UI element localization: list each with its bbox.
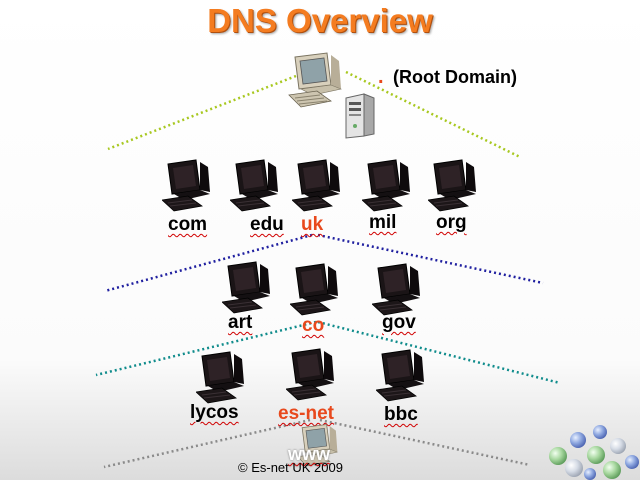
node-computer-icon bbox=[361, 158, 416, 217]
domain-label: uk bbox=[301, 214, 324, 235]
connector-lines-level4 bbox=[103, 418, 531, 469]
desktop-computer-icon bbox=[296, 424, 339, 467]
root-dot: . bbox=[378, 66, 384, 88]
node-computer-icon bbox=[221, 260, 276, 319]
decorative-spheres bbox=[549, 425, 639, 480]
desktop-computer-icon bbox=[288, 52, 343, 108]
connector-lines-root bbox=[107, 70, 521, 159]
node-computer-icon bbox=[195, 350, 250, 409]
domain-label: es-net bbox=[278, 403, 334, 424]
domain-label: bbc bbox=[384, 404, 418, 425]
domain-label: lycos bbox=[190, 402, 239, 423]
root-domain-label: (Root Domain) bbox=[393, 67, 517, 87]
page-title: DNS Overview bbox=[207, 2, 433, 39]
domain-label: org bbox=[436, 212, 467, 233]
domain-label: art bbox=[228, 312, 253, 333]
node-computer-icon bbox=[161, 158, 216, 217]
node-computer-icon bbox=[375, 348, 430, 407]
copyright-footer: © Es-net UK 2009 bbox=[238, 460, 343, 475]
server-tower-icon bbox=[345, 93, 375, 139]
connector-lines-level2 bbox=[104, 233, 544, 293]
domain-label: com bbox=[168, 214, 208, 235]
host-label: www bbox=[288, 444, 331, 464]
domain-label: co bbox=[302, 315, 325, 336]
node-computer-icon bbox=[285, 347, 340, 406]
domain-label: mil bbox=[369, 212, 397, 233]
node-computer-icon bbox=[371, 262, 426, 321]
node-computer-icon bbox=[427, 158, 482, 217]
domain-label: gov bbox=[382, 312, 416, 333]
node-computer-icon bbox=[229, 158, 284, 217]
connector-lines-level3 bbox=[95, 320, 561, 385]
node-computer-icon bbox=[289, 262, 344, 321]
node-computer-icon bbox=[291, 158, 346, 217]
domain-label: edu bbox=[250, 214, 284, 235]
